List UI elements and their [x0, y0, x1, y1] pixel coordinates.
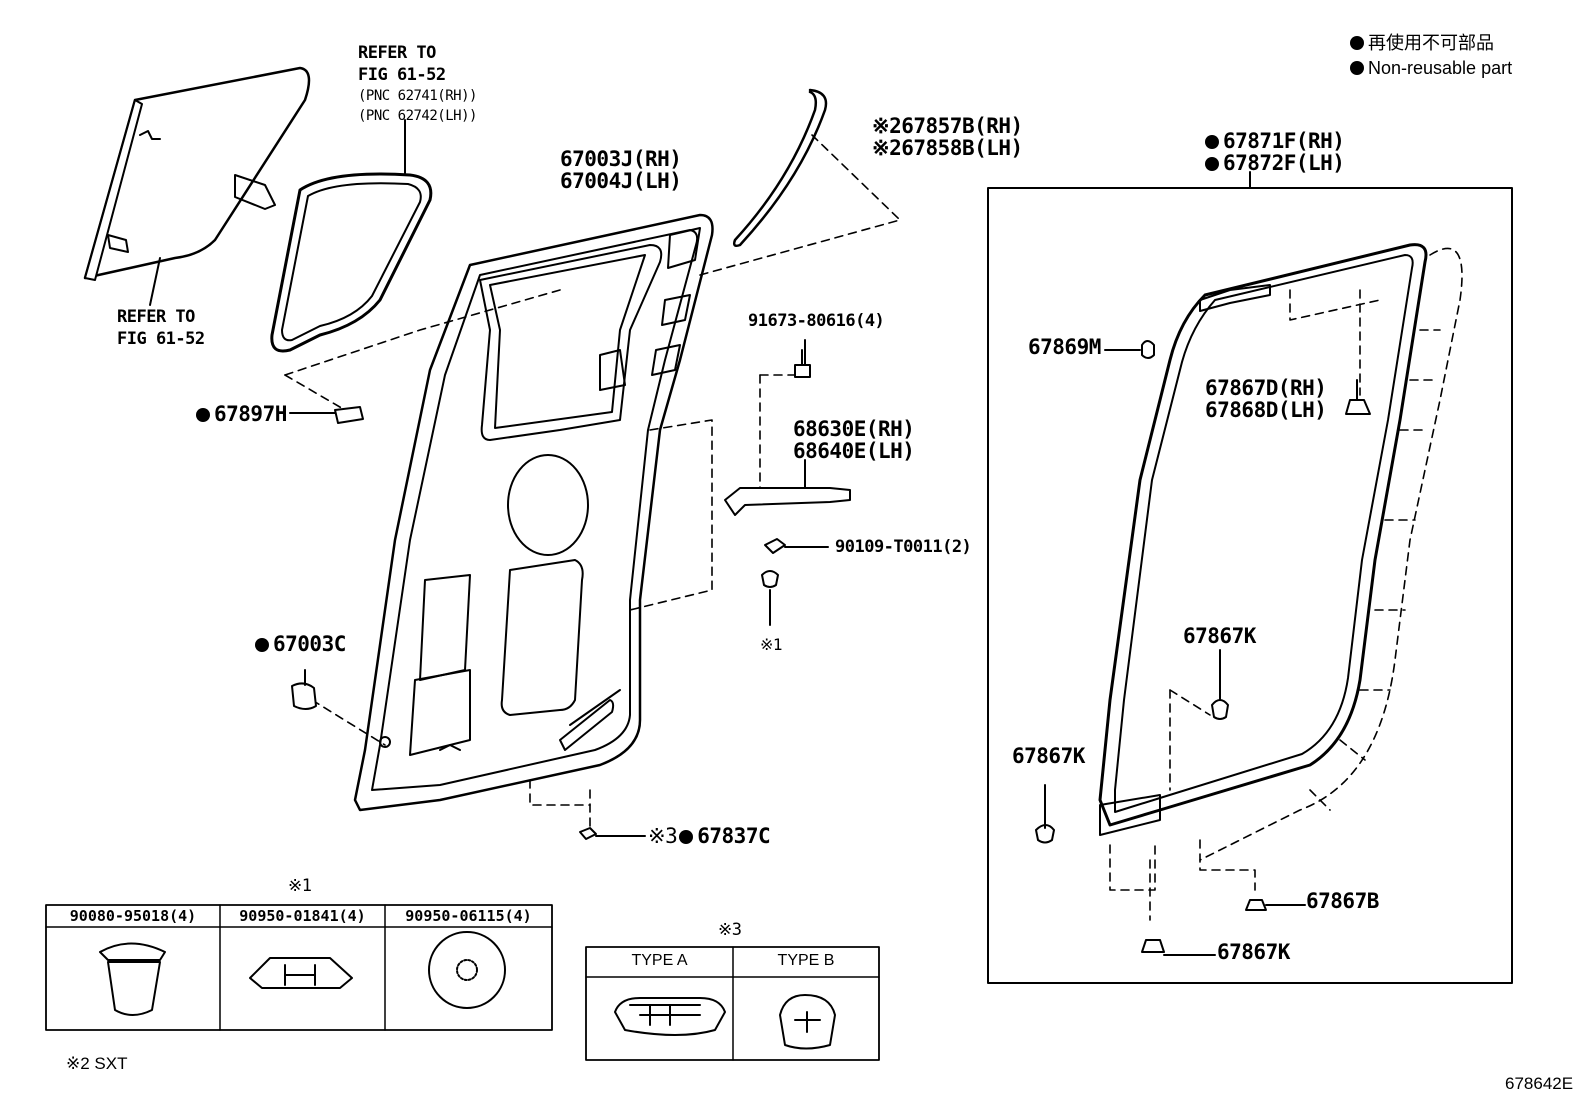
table1-header-2: 90950-01841(4) [239, 907, 366, 925]
part-68630E-rh: 68630E(RH) [793, 417, 915, 441]
note-1-table: ※1 [288, 876, 312, 896]
quarter-glass [83, 66, 311, 306]
bullet-icon [1350, 61, 1364, 75]
note-3-table: ※3 [718, 920, 742, 940]
part-68640E-lh: 68640E(LH) [793, 439, 915, 463]
clip-table [45, 904, 553, 1031]
non-reusable-icon [679, 830, 694, 844]
legend-line-2: Non-reusable part [1350, 57, 1512, 79]
refer-left-1: REFER TO [117, 307, 195, 327]
non-reusable-icon [1205, 135, 1219, 149]
non-reusable-icon [255, 638, 269, 652]
part-67003J-rh: 67003J(RH) [560, 147, 682, 171]
figure-id: 678642E [1505, 1074, 1574, 1093]
bullet-icon [1350, 36, 1364, 50]
table1-header-3: 90950-06115(4) [405, 907, 532, 925]
part-67869M: 67869M [1028, 335, 1101, 359]
refer-top-2: FIG 61-52 [358, 65, 446, 85]
part-67004J-lh: 67004J(LH) [560, 169, 682, 193]
leader-lines [284, 134, 901, 831]
door-panel [353, 213, 714, 812]
type-table [585, 946, 880, 1061]
small-parts [289, 339, 851, 840]
part-67867K-a: 67867K [1183, 624, 1256, 648]
upper-molding [732, 88, 828, 248]
note-2-sxt: ※2 SXT [66, 1054, 128, 1073]
part-91673: 91673-80616(4) [748, 311, 885, 331]
refer-left-2: FIG 61-52 [117, 329, 205, 349]
glass-weatherstrip [270, 119, 433, 353]
weatherstrip-clips [1035, 340, 1371, 956]
part-67872F-lh: 67872F(LH) [1205, 152, 1345, 174]
part-67897H: 67897H [196, 403, 287, 425]
part-67868D-lh: 67868D(LH) [1205, 398, 1327, 422]
part-67857B-rh: ※267857B(RH) [872, 114, 1023, 138]
part-67858B-lh: ※267858B(LH) [872, 136, 1023, 160]
part-67871F-rh: 67871F(RH) [1205, 130, 1345, 152]
weatherstrip-box [987, 187, 1513, 984]
part-67867B: 67867B [1306, 889, 1379, 913]
part-67003C: 67003C [255, 633, 346, 655]
non-reusable-icon [1205, 157, 1219, 171]
table1-header-1: 90080-95018(4) [69, 907, 197, 925]
type-b-header: TYPE B [777, 952, 835, 969]
door-weatherstrip [1098, 243, 1428, 836]
weatherstrip-leaders [1109, 247, 1463, 921]
note-1-clip: ※1 [760, 635, 783, 654]
refer-top-3: (PNC 62741(RH)) [358, 88, 477, 104]
part-67867D-rh: 67867D(RH) [1205, 376, 1327, 400]
legend-line-1: 再使用不可部品 [1350, 32, 1494, 54]
part-90109: 90109-T0011(2) [835, 537, 972, 557]
part-67867K-c: 67867K [1217, 940, 1290, 964]
non-reusable-icon [196, 408, 210, 422]
part-67867K-b: 67867K [1012, 744, 1085, 768]
type-a-header: TYPE A [631, 952, 688, 969]
refer-top-1: REFER TO [358, 43, 436, 63]
refer-top-4: (PNC 62742(LH)) [358, 108, 477, 124]
